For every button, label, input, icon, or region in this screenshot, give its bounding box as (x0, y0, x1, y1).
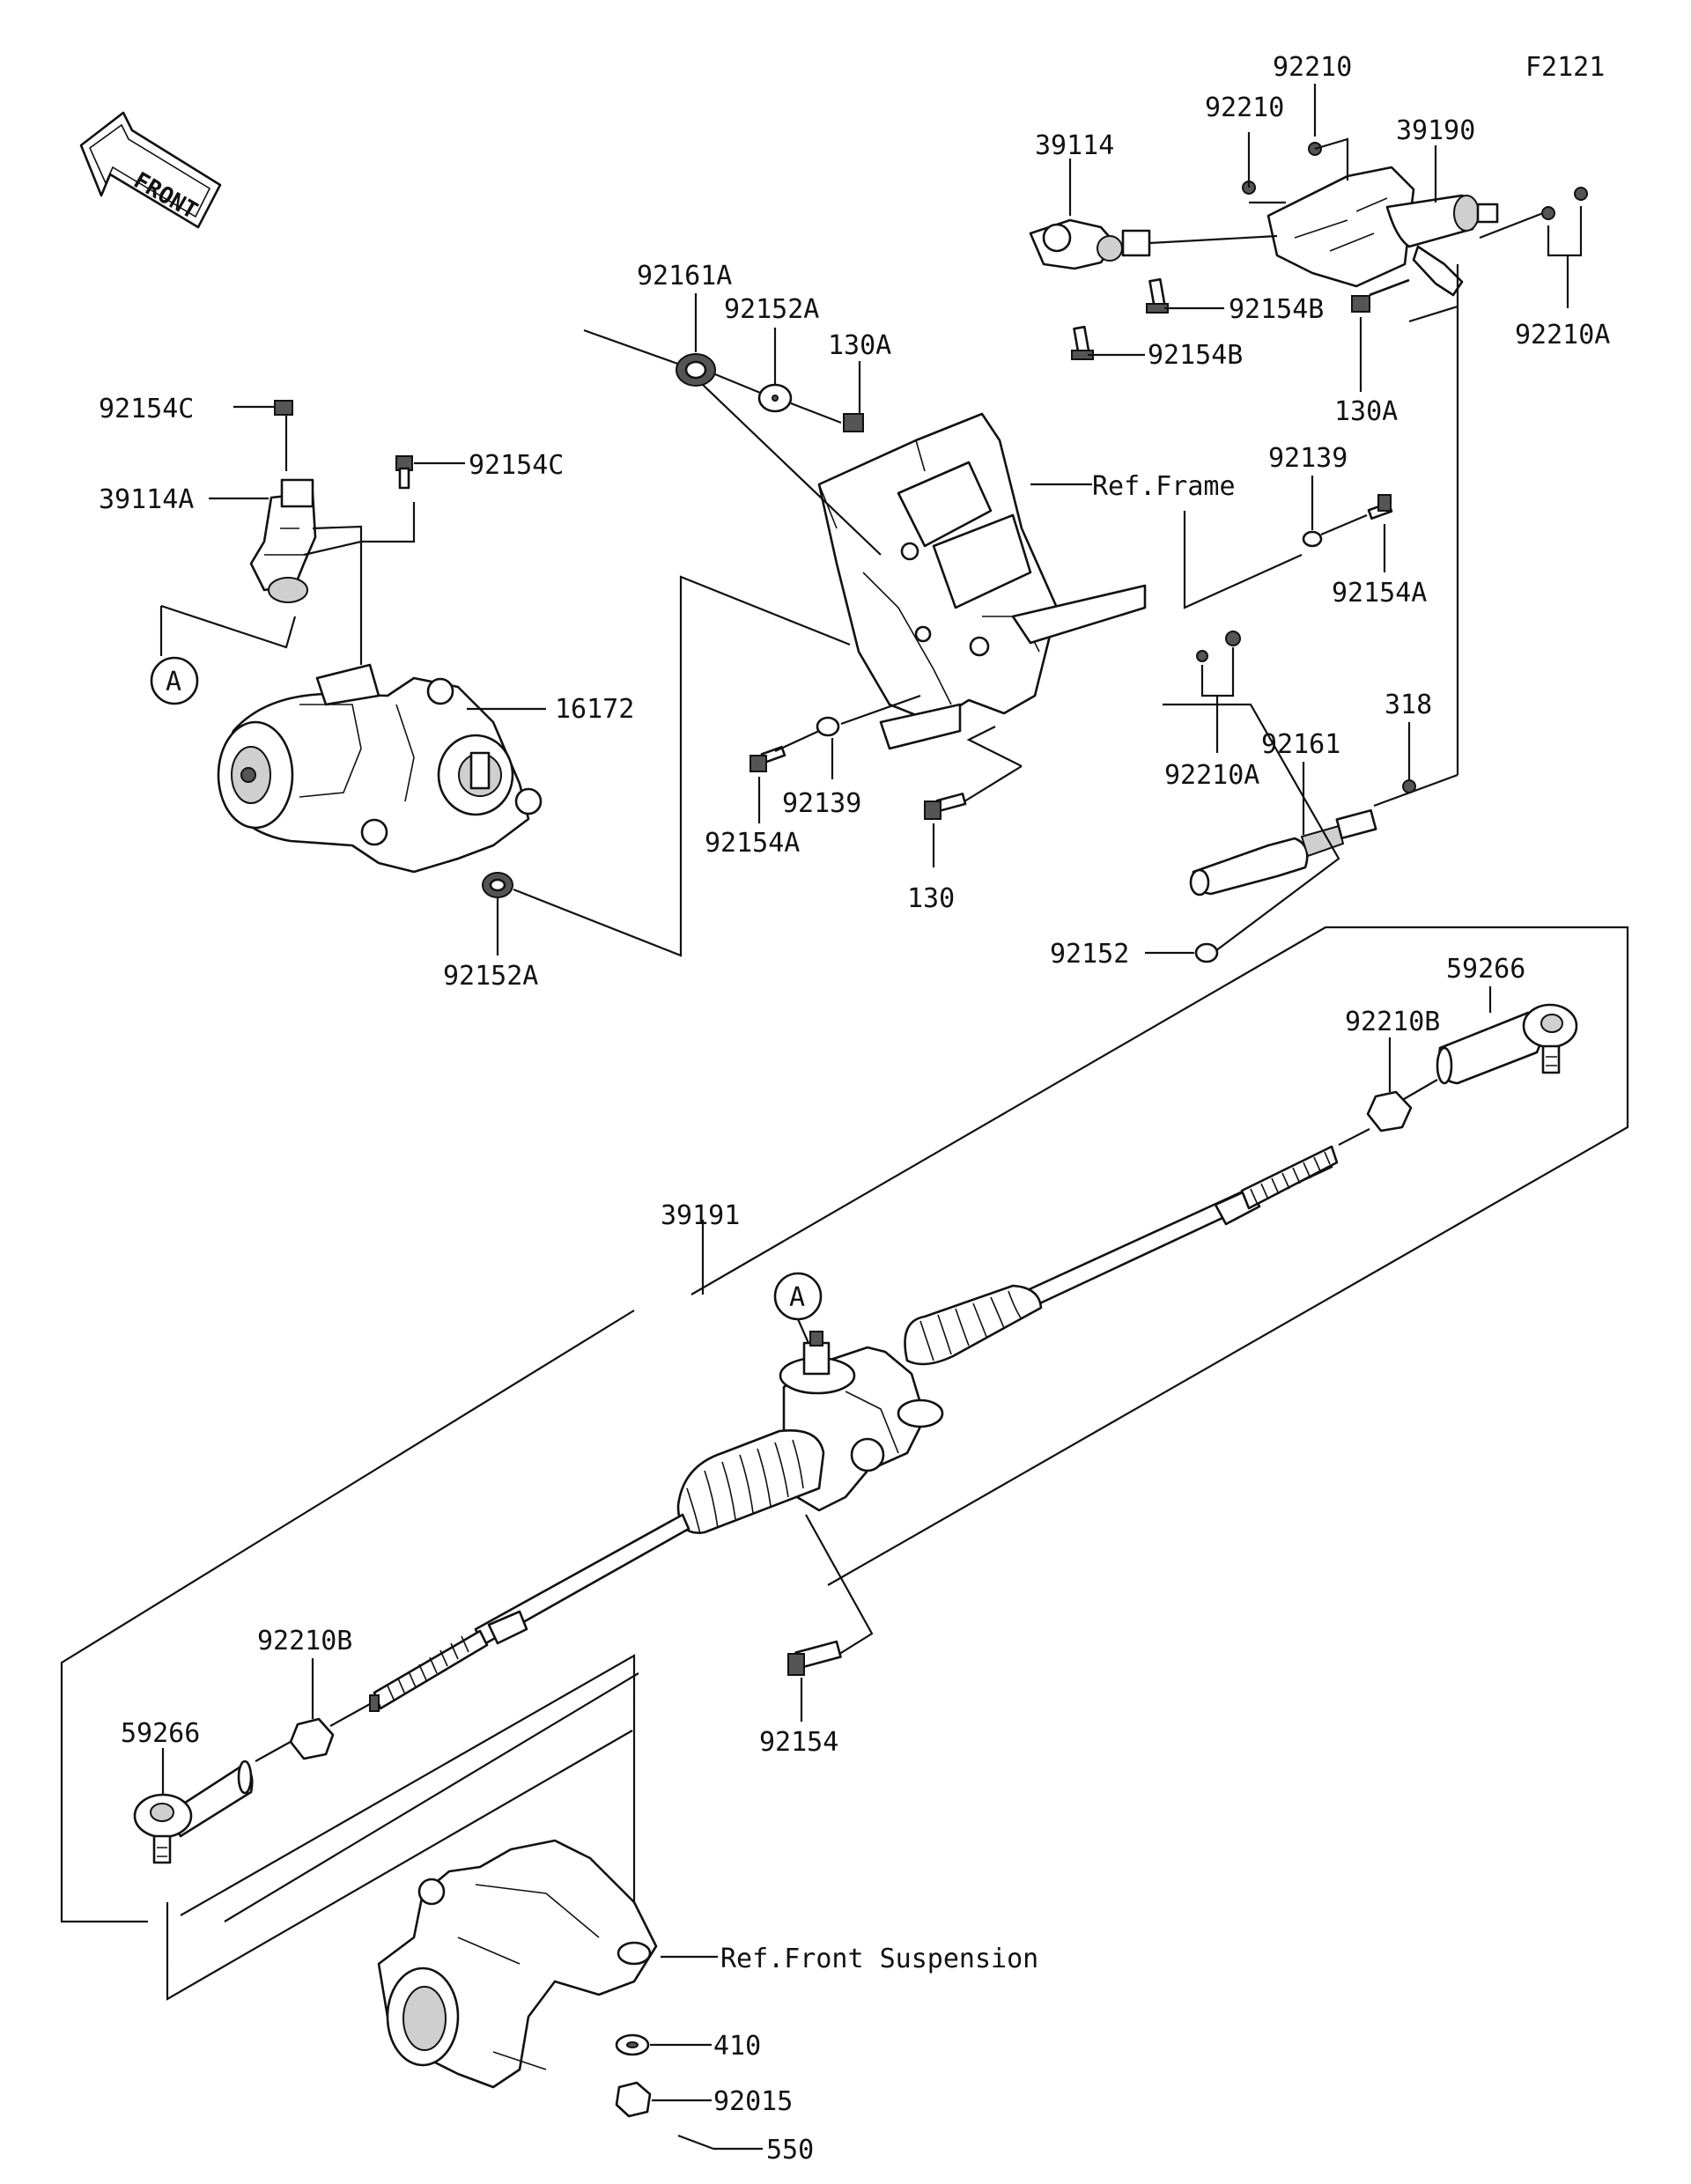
nut-92210B-left (289, 1717, 335, 1760)
label-39114A: 39114A (99, 484, 194, 515)
label-92154B-1: 92154B (1229, 294, 1324, 325)
callout-a-lower-text: A (789, 1282, 805, 1313)
label-59266-2: 59266 (121, 1718, 200, 1749)
steering-knuckle (377, 1839, 658, 2089)
label-92154: 92154 (759, 1727, 838, 1758)
washer-92139-right (1302, 530, 1323, 548)
label-130A-1: 130A (1334, 396, 1398, 427)
steering-shaft-39190 (1385, 194, 1499, 297)
label-92154A-1: 92154A (1332, 578, 1427, 609)
bolt-92154C-a (274, 400, 293, 416)
label-39114: 39114 (1035, 130, 1114, 161)
label-92210B-1: 92210B (1345, 1007, 1440, 1037)
label-39190: 39190 (1396, 115, 1475, 146)
steering-column-bracket (1266, 166, 1415, 288)
u-joint-39114A (249, 478, 317, 603)
label-39191: 39191 (661, 1200, 740, 1231)
label-550: 550 (766, 2135, 814, 2166)
bolt-92154A-right (1367, 494, 1393, 520)
nut-92210A-c (1196, 650, 1208, 662)
cotter-pin-550 (677, 2134, 714, 2151)
label-92139-2: 92139 (782, 788, 861, 819)
label-ref-frame: Ref.Frame (1092, 471, 1236, 502)
bolt-92154A-left (750, 745, 786, 772)
bolt-92154 (787, 1640, 842, 1676)
tie-rod-end-59266-right (1436, 1003, 1578, 1085)
bolt-92154C-b (395, 455, 413, 490)
label-92154A-2: 92154A (705, 828, 800, 859)
label-130: 130 (907, 883, 955, 914)
label-92161A: 92161A (637, 261, 732, 291)
callout-a-upper-text: A (166, 667, 181, 697)
bolt-130A-upper (1351, 278, 1410, 313)
washer-92152 (1194, 942, 1219, 963)
eps-unit-16172 (217, 663, 543, 874)
label-410: 410 (713, 2031, 761, 2062)
bolt-92154B-a (1146, 277, 1169, 314)
nut-92210A-b (1574, 187, 1588, 201)
label-92210-mid: 92210 (1205, 92, 1284, 123)
label-92210A-1: 92210A (1515, 320, 1610, 350)
label-92015: 92015 (713, 2086, 793, 2117)
nut-92210A-a (1541, 206, 1555, 220)
nut-92210B-right (1366, 1090, 1413, 1133)
label-92152A-2: 92152A (443, 961, 538, 992)
figure-code: F2121 (1525, 52, 1605, 83)
label-92154B-2: 92154B (1148, 340, 1243, 371)
label-92152A-1: 92152A (724, 294, 819, 325)
label-130A-2: 130A (828, 330, 891, 361)
label-92210A-2: 92210A (1164, 760, 1259, 791)
frame-bracket (817, 412, 1147, 750)
label-92210-top: 92210 (1273, 52, 1352, 83)
bolt-130 (924, 793, 967, 820)
boot-92161 (1189, 808, 1377, 896)
callout-a-upper (150, 656, 199, 705)
label-92210B-2: 92210B (257, 1626, 352, 1656)
label-ref-front-suspension: Ref.Front Suspension (720, 1944, 1038, 1974)
label-92154C-1: 92154C (99, 394, 194, 424)
label-92152: 92152 (1050, 939, 1129, 970)
u-joint-39114 (1029, 218, 1151, 270)
front-arrow-icon: FRONT (79, 111, 222, 229)
nut-92015 (615, 2081, 652, 2118)
label-92139-1: 92139 (1268, 443, 1348, 474)
label-92154C-2: 92154C (469, 450, 564, 481)
label-318: 318 (1385, 690, 1432, 720)
steering-rack-39191 (369, 1145, 1339, 1712)
label-16172: 16172 (555, 694, 634, 725)
washer-92139-left (816, 716, 840, 737)
nut-92210A-d (1225, 631, 1241, 646)
bolt-92154B-b (1071, 325, 1094, 360)
label-59266-1: 59266 (1446, 954, 1525, 985)
bolt-130A-top (843, 413, 864, 432)
tie-rod-end-59266-left (133, 1760, 254, 1864)
